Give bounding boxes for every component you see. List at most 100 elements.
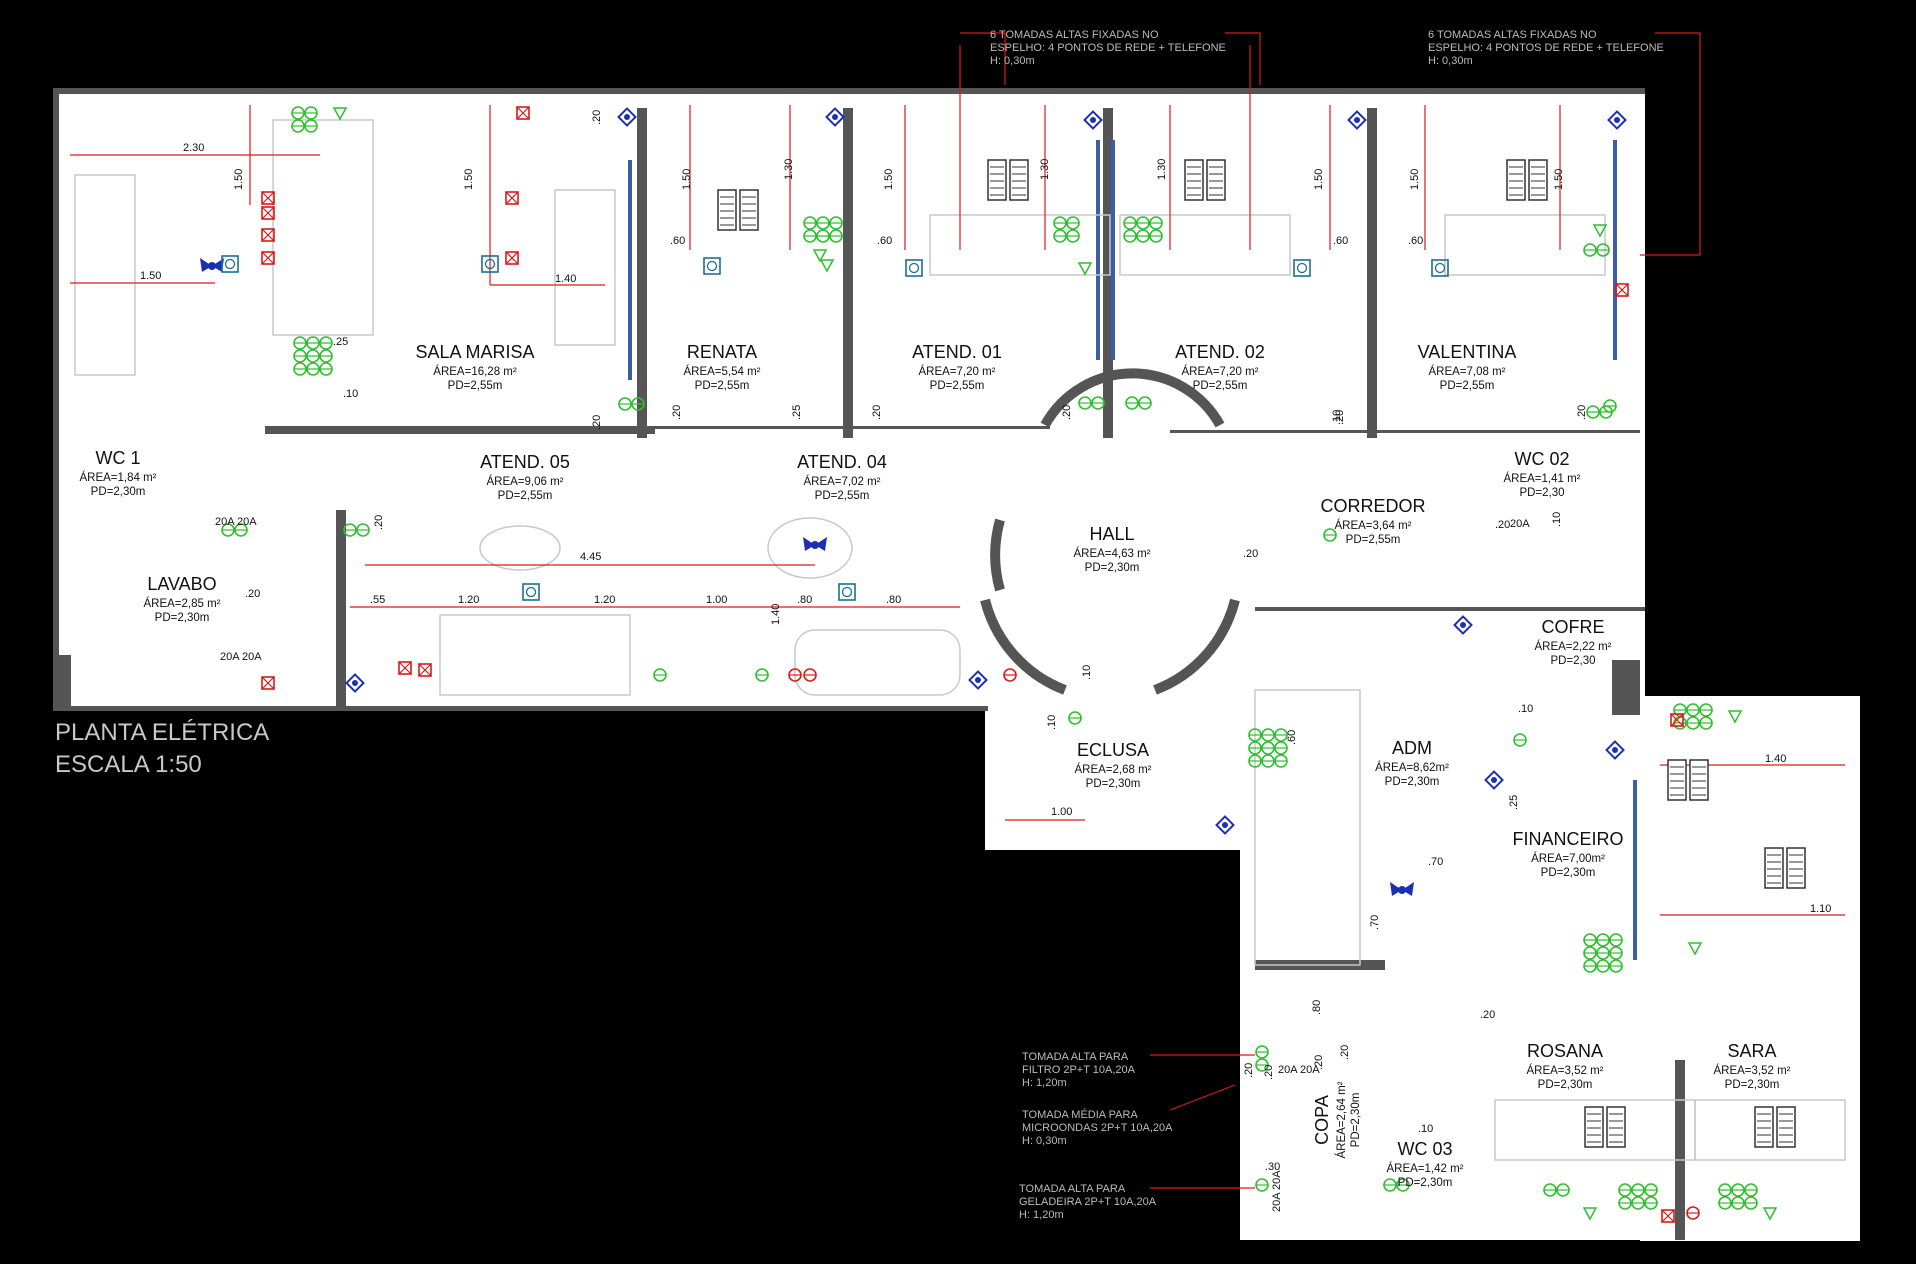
note-line: H: 0,30m (1428, 55, 1473, 67)
dimension-label: .10 (1418, 1123, 1433, 1135)
outlet-icon (1248, 754, 1262, 768)
furniture-desk-marisa (272, 119, 374, 336)
room-area: ÁREA=7,08 m² (1428, 365, 1505, 378)
outlet-icon (319, 362, 333, 376)
room-height: PD=2,30 (1519, 487, 1564, 499)
switch-box-icon (505, 191, 519, 205)
dimension-label: .30 (1265, 1161, 1280, 1173)
furniture-table-atend04 (794, 629, 961, 696)
outlet-icon (1603, 399, 1617, 413)
light-point-icon (1605, 740, 1625, 760)
room-height: PD=2,55m (1193, 380, 1248, 392)
data-point-icon (332, 107, 348, 121)
hall-arc-bottom-right (1153, 598, 1240, 695)
outlet-icon (1644, 1183, 1658, 1197)
dimension-label: .20 (1576, 405, 1588, 420)
outlet-icon (1091, 396, 1105, 410)
dimension-label: .20 (245, 588, 260, 600)
dimension-label: .20 (1243, 548, 1258, 560)
hall-arc-top (1040, 368, 1225, 428)
room-area: ÁREA=1,42 m² (1386, 1162, 1463, 1175)
wall-valentina-left (1367, 108, 1377, 438)
wall-cofre-bottom (1255, 607, 1645, 611)
dimension-label: .20 (1263, 1065, 1275, 1080)
dimension-lines (70, 32, 1845, 1189)
outlet-icon (1138, 396, 1152, 410)
outlet-icon (319, 336, 333, 350)
switch-box-icon (261, 251, 275, 265)
room-area: ÁREA=9,06 m² (486, 475, 563, 488)
outlet-icon (1631, 1183, 1645, 1197)
dimension-label: 1.20 (458, 594, 479, 606)
dimension-label: 1.50 (463, 169, 475, 190)
network-point-icon (522, 583, 540, 601)
note-line: TOMADA ALTA PARA (1022, 1051, 1129, 1063)
data-point-icon (819, 259, 835, 273)
outlet-icon (1261, 728, 1275, 742)
dimension-label: .20 (1495, 519, 1510, 531)
room-area: ÁREA=4,63 m² (1073, 547, 1150, 560)
dimension-label: .60 (1286, 730, 1298, 745)
room-area: ÁREA=7,00m² (1531, 852, 1605, 865)
outlet-icon (1274, 741, 1288, 755)
right-lower-block (1240, 600, 1640, 1240)
outlet-icon (1631, 1196, 1645, 1210)
network-point-icon (481, 255, 499, 273)
switch-box-icon (418, 663, 432, 677)
dimension-label: .80 (1311, 1000, 1323, 1015)
outlet-icon (293, 349, 307, 363)
outlet-icon (1583, 933, 1597, 947)
room-area: ÁREA=2,68 m² (1074, 763, 1151, 776)
outlet-icon (306, 349, 320, 363)
dimension-label: .60 (1333, 235, 1348, 247)
wall-atend01-02 (1103, 108, 1113, 438)
network-point-icon (905, 259, 923, 277)
outlet-icon (816, 229, 830, 243)
dimension-label: .25 (791, 405, 803, 420)
room-area: ÁREA=8,62m² (1375, 761, 1449, 774)
network-point-icon (221, 255, 239, 273)
switch-box-icon (261, 676, 275, 690)
outlet-icon (1583, 946, 1597, 960)
furniture-desk-atend01 (929, 214, 1111, 276)
dimension-label: 1.40 (770, 604, 782, 625)
outlet-icon (1136, 229, 1150, 243)
outlet-icon (1731, 1183, 1745, 1197)
room-height: PD=2,55m (695, 380, 750, 392)
room-area: ÁREA=2,64 m² (1335, 1081, 1348, 1158)
light-point-center (1614, 117, 1620, 123)
outlet-icon (1068, 711, 1082, 725)
office-chair-icon (1667, 759, 1709, 801)
room-name: RENATA (687, 342, 757, 362)
blue-partitions (628, 140, 1637, 960)
room-name: COPA (1312, 1095, 1332, 1145)
room-name: VALENTINA (1418, 342, 1517, 362)
office-chair-icon (1764, 847, 1806, 889)
room-name: COFRE (1542, 617, 1605, 637)
outlet-icon (1255, 1058, 1269, 1072)
switch-box-icon (261, 191, 275, 205)
outlet-icon (1543, 1183, 1557, 1197)
room-area: ÁREA=1,84 m² (79, 471, 156, 484)
room-height: PD=2,30m (1538, 1079, 1593, 1091)
hall-circle (980, 368, 1240, 695)
plan-title: PLANTA ELÉTRICA (55, 719, 269, 746)
room-height: PD=2,30m (1085, 562, 1140, 574)
room-height: PD=2,55m (930, 380, 985, 392)
outlet-icon (1149, 229, 1163, 243)
switch-box-icon (516, 106, 530, 120)
furniture-desk-sara (1694, 1099, 1846, 1161)
room-area: ÁREA=3,52 m² (1526, 1064, 1603, 1077)
outlet-icon (1731, 1196, 1745, 1210)
light-point-icon (1484, 770, 1504, 790)
network-point-icon (703, 257, 721, 275)
outlet-icon (304, 106, 318, 120)
furniture-round-table-2 (767, 517, 853, 579)
light-point-icon (1083, 110, 1103, 130)
